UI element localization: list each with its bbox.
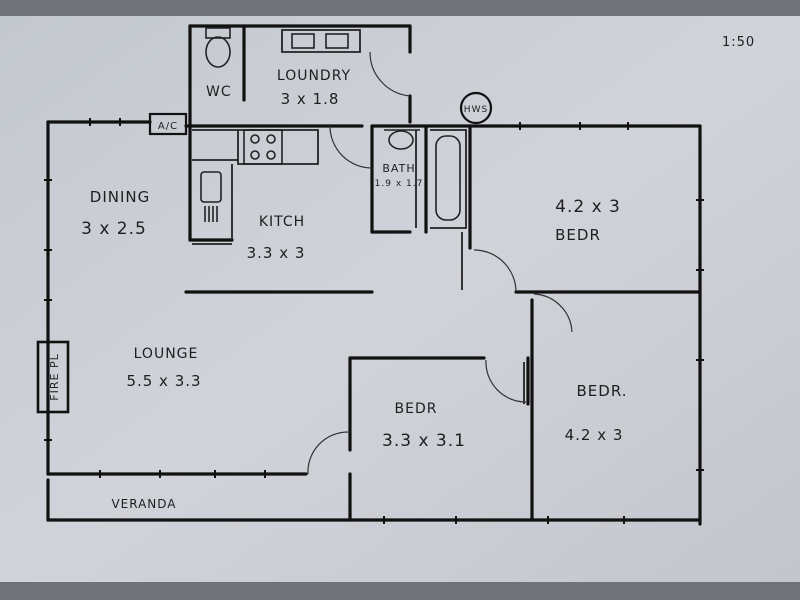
- dining-name: DINING: [90, 188, 150, 206]
- bath-name: BATH: [382, 162, 415, 175]
- fireplace-box: [36, 340, 70, 414]
- wc-name: WC: [206, 84, 232, 100]
- basin-icon: [384, 129, 420, 150]
- laundry-tubs-icon: [291, 33, 349, 49]
- bathtub-icon: [435, 135, 461, 221]
- hws-label: HWS: [464, 105, 488, 115]
- wc-toilet-icon: [205, 27, 231, 68]
- dining-size: 3 x 2.5: [81, 219, 147, 239]
- paper-background: [0, 16, 800, 582]
- kitchen-sink-icon: [200, 171, 222, 222]
- bath-size: 1.9 x 1.7: [375, 179, 424, 189]
- ac-label: A/C: [158, 121, 178, 132]
- ac-box: [148, 112, 188, 136]
- veranda-name: VERANDA: [111, 497, 176, 511]
- bedroom-se-name: BEDR.: [577, 382, 628, 400]
- bedroom-ne-name: BEDR: [555, 226, 601, 244]
- laundry-name: LOUNDRY: [277, 68, 351, 84]
- bedroom-ne-size: 4.2 x 3: [555, 197, 621, 217]
- kitchen-name: KITCH: [259, 214, 305, 230]
- scale-label: 1:50: [722, 35, 755, 50]
- cooktop-icon: [243, 129, 283, 165]
- walls: [46, 24, 702, 526]
- door-swings: [307, 51, 573, 475]
- kitchen-size: 3.3 x 3: [247, 244, 306, 262]
- bedroom-se-size: 4.2 x 3: [565, 426, 624, 444]
- lounge-name: LOUNGE: [134, 346, 199, 362]
- bedroom-center-name: BEDR: [395, 401, 438, 417]
- laundry-size: 3 x 1.8: [281, 90, 340, 108]
- bedroom-center-size: 3.3 x 3.1: [382, 431, 466, 451]
- wall-ticks: [44, 118, 704, 524]
- fireplace-label: FIRE PL: [48, 353, 61, 400]
- hws-circle: [459, 91, 493, 125]
- lounge-size: 5.5 x 3.3: [126, 372, 201, 390]
